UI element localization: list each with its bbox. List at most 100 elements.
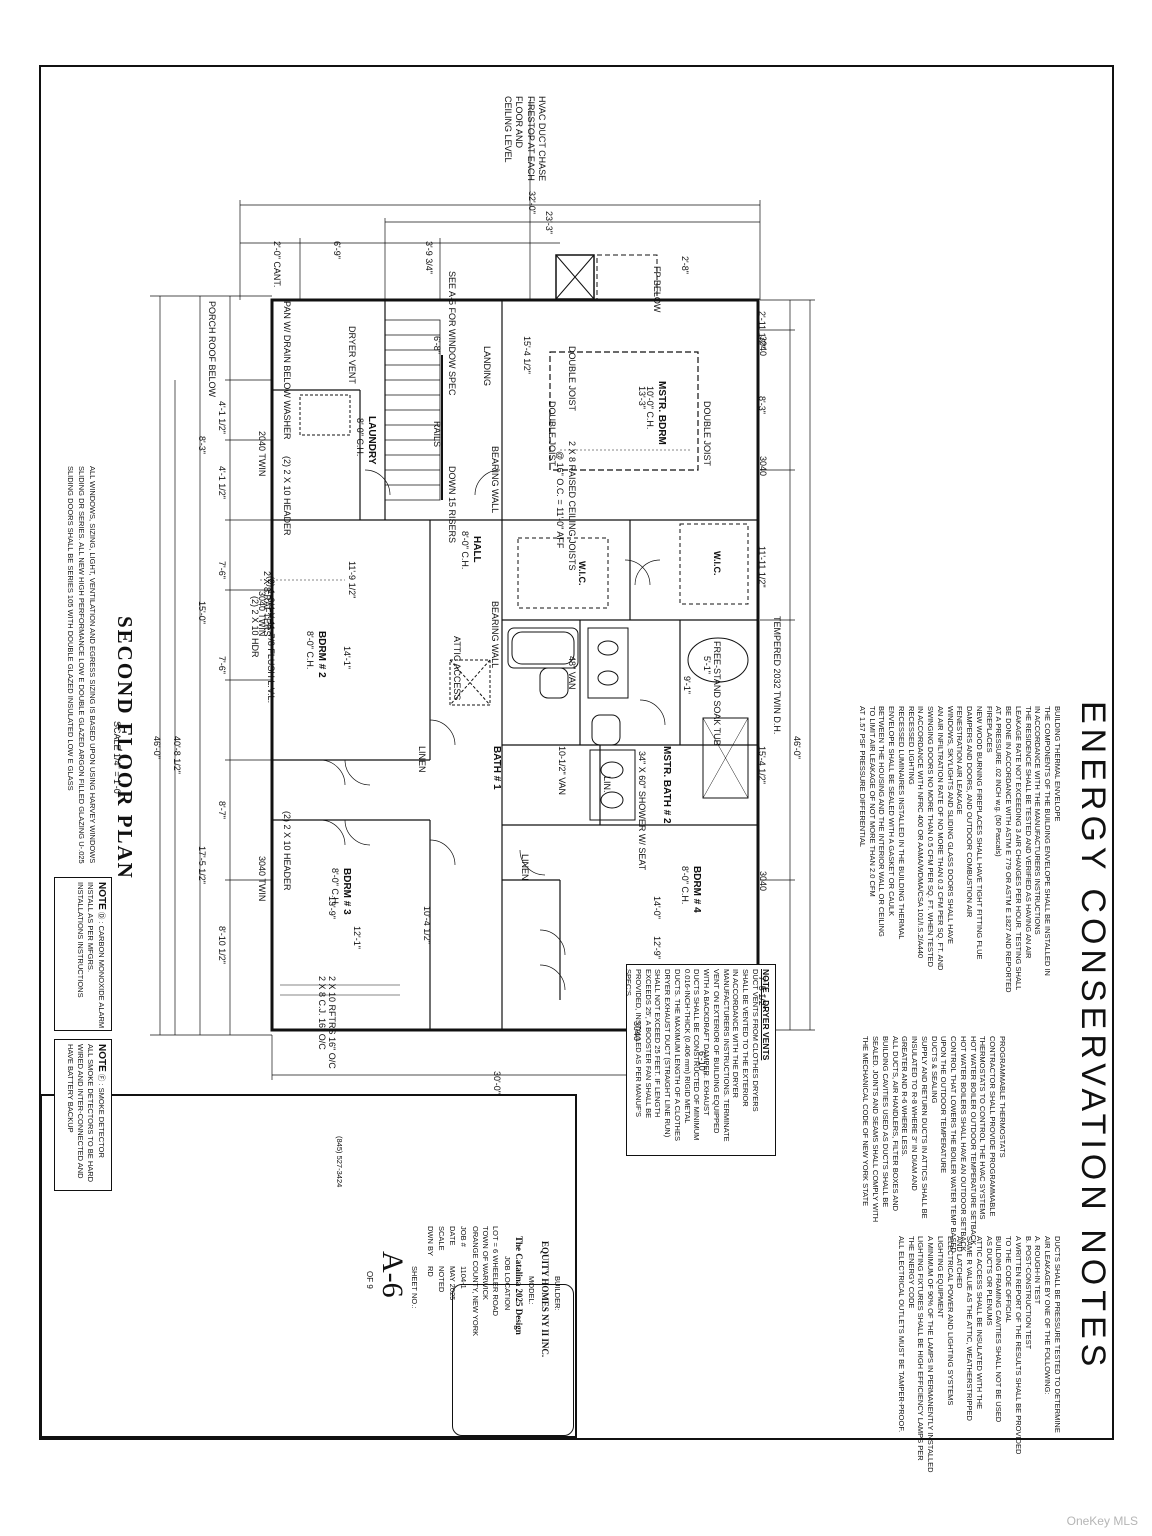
- model-name: The Catalina 2025 Design: [514, 1236, 524, 1335]
- energy-note-line: LIGHTING FIXTURES SHALL BE HIGH EFFICIEN…: [916, 1236, 926, 1461]
- dryer-note-line: EXCEEDS 25', A BOOSTER FAN SHALL BE: [643, 969, 653, 1119]
- rafters-oc: 2 X 10 RFTRS 16" O/C: [327, 976, 337, 1069]
- dim-left-sub: 40'-8 1/2": [172, 736, 182, 774]
- plan-scale: SCALE 1/4" = 1'-0": [112, 721, 122, 797]
- builder-phone: (845) 527-3424: [335, 1136, 344, 1188]
- co-alarm-icon: Ⓓ: [97, 911, 106, 920]
- dim-l6: 7'-6": [217, 656, 227, 674]
- dryer-note-line: VENT ON EXTERIOR OF BUILDING EQUIPPED: [711, 969, 721, 1134]
- room-wic-1: W.I.C.: [577, 561, 587, 586]
- room-wic-2: W.I.C.: [712, 551, 722, 576]
- energy-note-line: FIREPLACES: [984, 706, 994, 753]
- energy-notes-col1: BUILDING THERMAL ENVELOPE THE COMPONENTS…: [857, 706, 1062, 993]
- window-w3: 3040: [758, 871, 768, 892]
- dim-l8: 17'-5 1/2": [197, 846, 207, 884]
- energy-note-line: SWINGING DOORS NO MORE THAN 0.5 CFM PER …: [926, 706, 936, 967]
- energy-note-line: FENESTRATION AIR LEAKAGE: [955, 706, 965, 815]
- energy-note-line: THE ENERGY CODE: [906, 1236, 916, 1309]
- energy-note-line: LEAKAGE RATE NOT EXCEEDING 3 AIR CHANGES…: [1014, 706, 1023, 991]
- builder-label: BUILDER:: [553, 1276, 562, 1311]
- co-note-box: NOTE Ⓓ : CARBON MONOXIDE ALARM INSTALL A…: [54, 877, 112, 1031]
- dim-i9: 13'-3": [637, 386, 647, 409]
- room-bdrm-2: BDRM # 2: [316, 631, 327, 678]
- energy-note-line: HOT WATER BOILERS SHALL HAVE AN OUTDOOR …: [959, 1036, 968, 1252]
- dim-i1: 11'-9 1/2": [347, 561, 357, 599]
- sheet-of: OF 9: [365, 1271, 374, 1289]
- smoke-detector-icon: Ⓕ: [97, 1073, 106, 1082]
- energy-note-line: THE COMPONENTS OF THE BUILDING ENVELOPE …: [1043, 706, 1053, 976]
- energy-note-line: BUILDING FRAMING CAVITIES SHALL NOT BE U…: [994, 1236, 1004, 1423]
- room-linen-2: LINEN: [520, 854, 530, 881]
- room-bdrm-2-ch: 8'-0" C.H.: [305, 631, 315, 670]
- model-label: MODEL:: [527, 1276, 536, 1305]
- vanity-1: 48" VAN: [567, 656, 577, 690]
- sheet-label: SHEET NO.:: [410, 1266, 419, 1309]
- energy-note-line: AS DUCTS OR PLENUMS: [984, 1236, 994, 1326]
- room-linen-1: LINEN: [417, 746, 427, 773]
- dryer-note-line: SHALL NOT EXCEED 25 FEET. IF LENGTH: [653, 969, 663, 1118]
- energy-note-line: THE MECHANICAL CODE OF NEW YORK STATE: [861, 1036, 871, 1207]
- dim-bottom-overall: 30'-0": [492, 1071, 502, 1094]
- energy-notes-title: ENERGY CONSERVATION NOTES: [1074, 701, 1112, 1372]
- dim-i3: 13'-9": [327, 896, 337, 919]
- dryer-vent: DRYER VENT: [347, 326, 357, 384]
- landing: LANDING: [482, 346, 492, 387]
- energy-note-line: BUILDING THERMAL ENVELOPE: [1053, 706, 1062, 822]
- scale-value: NOTED: [437, 1266, 446, 1293]
- energy-note-line: DUCTS SHALL BE PRESSURE TESTED TO DETERM…: [1053, 1236, 1062, 1433]
- drawn-by-value: RD: [426, 1266, 435, 1277]
- co-note-text: NOTE Ⓓ : CARBON MONOXIDE ALARM INSTALL A…: [76, 882, 109, 1028]
- room-lin: LIN.: [602, 776, 612, 793]
- energy-note-line: RECESSED LUMINAIRES INSTALLED IN THE BUI…: [897, 706, 906, 940]
- energy-note-line: IN ACCORDANCE WITH THE MANUFACTURERS INS…: [1033, 706, 1043, 935]
- dryer-note-line: DUCTS. THE MAXIMUM LENGTH OF A CLOTHES: [672, 969, 682, 1141]
- energy-notes-col3: DUCTS SHALL BE PRESSURE TESTED TO DETERM…: [896, 1236, 1062, 1473]
- rails: RAILS: [432, 421, 442, 448]
- smoke-note-title: NOTE: [96, 1044, 107, 1072]
- attic-access: ATTIC ACCESS: [452, 636, 462, 701]
- room-bdrm-4: BDRM # 4: [691, 866, 702, 913]
- dim-d3: 2'-8": [680, 256, 690, 274]
- dim-l2: 4'-1 1/2": [217, 466, 227, 499]
- energy-note-line: HOT WATER BOILER OUTDOOR TEMPERATURE SET…: [968, 1036, 978, 1246]
- town: TOWN OF WARWICK: [481, 1226, 490, 1301]
- scale-label: SCALE: [437, 1226, 446, 1251]
- energy-note-line: LIGHTING EQUIPMENT: [936, 1236, 945, 1319]
- dryer-note-line: MANUFACTURERS INSTRUCTIONS. TERMINATE: [721, 969, 731, 1142]
- energy-note-line: ALL ELECTRICAL OUTLETS MUST BE TAMPER-PR…: [897, 1236, 906, 1433]
- energy-note-line: AND LATCHED: [955, 1236, 965, 1289]
- energy-note-line: BETWEEN THE HOUSING AND THE INTERIOR WAL…: [877, 706, 887, 937]
- dim-i12: 9'-1": [682, 676, 692, 694]
- dryer-note-line: SHALL BE VENTED TO THE EXTERIOR: [741, 969, 751, 1107]
- dim-d2: 3'-9 3/4": [424, 241, 434, 274]
- dim-r4: 15'-4 1/2": [757, 746, 767, 784]
- room-hall: HALL: [471, 536, 482, 563]
- energy-note-line: THERMOSTATS TO CONTROL THE HVAC SYSTEMS: [978, 1036, 988, 1220]
- dryer-note-line: SPEC'S.: [624, 969, 634, 998]
- energy-note-line: TO THE CODE OFFICIAL: [1004, 1236, 1014, 1323]
- energy-note-line: A MINIMUM OF 90% OF THE LAMPS IN PERMANE…: [926, 1236, 936, 1473]
- lot: LOT = 6 WHEELER ROAD: [491, 1226, 500, 1317]
- room-mstr-bath: MSTR. BATH # 2: [661, 746, 672, 824]
- dim-r2: 8'-3": [757, 396, 767, 414]
- dim-i8: 15'-4 1/2": [522, 336, 532, 374]
- co-note-title: NOTE: [96, 882, 107, 910]
- window-w1: 3040: [758, 336, 768, 357]
- dim-i10: 6'-8": [432, 336, 442, 354]
- energy-note-line: DUCTS & SEALING: [929, 1036, 939, 1104]
- room-laundry: LAUNDRY: [366, 416, 377, 465]
- header-1: (2) 2 X 10 HEADER: [282, 456, 292, 536]
- energy-note-line: IN ACCORDANCE WITH NFRC 400 OR AAMA/WDMA…: [916, 706, 926, 959]
- energy-note-line: NEW WOOD BURNING FIREPLACES SHALL HAVE T…: [975, 706, 984, 960]
- energy-note-line: AIR LEAKAGE BY ONE OF THE FOLLOWING:: [1043, 1236, 1053, 1395]
- bearing-wall-1: BEARING WALL: [490, 446, 500, 514]
- fp-below: FP BELOW: [652, 266, 662, 313]
- header-2: (2) 2 X 10 HEADER: [282, 811, 292, 891]
- dim-l5: 15'-0": [197, 601, 207, 624]
- window-note-3: SLIDING DOORS SHALL BE SERIES 105 WITH D…: [66, 466, 75, 791]
- energy-note-line: INSULATED TO R-8 WHERE 3" IN DIAM AND: [910, 1036, 920, 1191]
- energy-note-line: SEALED. JOINTS AND SEAMS SHALL COMPLY WI…: [871, 1036, 881, 1223]
- dim-r3: 11'-11 1/2": [757, 546, 767, 588]
